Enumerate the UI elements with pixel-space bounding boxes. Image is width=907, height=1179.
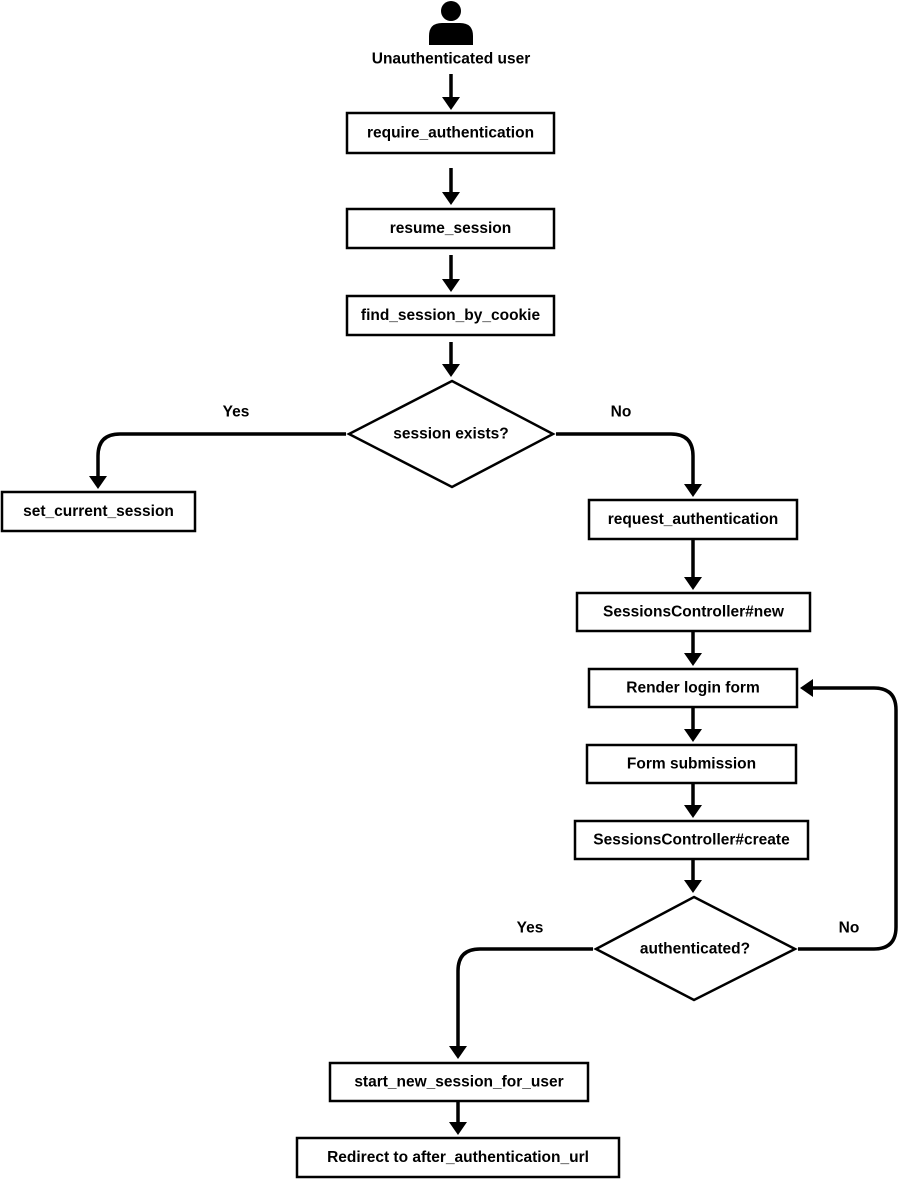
decision-session-exists: session exists? — [346, 379, 556, 489]
node-require-authentication-label: require_authentication — [367, 125, 534, 142]
arrow-auth-no-loop — [798, 679, 898, 951]
node-sessions-create: SessionsController#create — [573, 819, 810, 861]
arrow-start-to-require — [442, 74, 460, 110]
decision-authenticated-label: authenticated? — [640, 941, 750, 958]
arrow-render-to-submission — [684, 708, 702, 742]
decision-session-exists-label: session exists? — [393, 426, 508, 443]
arrow-resume-to-find — [442, 255, 460, 292]
node-sessions-new-label: SessionsController#new — [603, 604, 785, 621]
start-label: Unauthenticated user — [372, 51, 530, 68]
arrow-create-to-decision — [684, 860, 702, 893]
node-redirect-label: Redirect to after_authentication_url — [327, 1149, 589, 1166]
arrow-session-no — [556, 432, 702, 497]
arrow-find-to-decision — [442, 342, 460, 377]
arrow-request-to-new — [684, 540, 702, 590]
node-resume-session-label: resume_session — [390, 220, 512, 237]
user-icon — [429, 1, 473, 45]
start-node: Unauthenticated user — [372, 1, 530, 68]
node-resume-session: resume_session — [345, 207, 556, 250]
node-request-authentication: request_authentication — [587, 498, 799, 541]
node-form-submission: Form submission — [585, 743, 798, 785]
arrow-session-yes — [89, 432, 346, 489]
connectors — [89, 74, 898, 1135]
node-render-login-form: Render login form — [587, 667, 799, 709]
decision-authenticated: authenticated? — [593, 895, 798, 1002]
node-render-login-form-label: Render login form — [626, 680, 759, 697]
edge-label-auth-yes: Yes — [517, 920, 544, 937]
node-require-authentication: require_authentication — [345, 111, 556, 155]
node-set-current-session: set_current_session — [0, 490, 197, 533]
node-set-current-session-label: set_current_session — [23, 503, 174, 520]
node-redirect: Redirect to after_authentication_url — [295, 1136, 621, 1179]
node-form-submission-label: Form submission — [627, 756, 756, 773]
node-request-authentication-label: request_authentication — [608, 511, 779, 528]
arrow-start-to-redirect — [449, 1102, 467, 1135]
edge-label-session-yes: Yes — [223, 404, 250, 421]
node-start-new-session-label: start_new_session_for_user — [354, 1074, 563, 1091]
edge-label-auth-no: No — [839, 920, 860, 937]
node-find-session-by-cookie: find_session_by_cookie — [345, 294, 556, 337]
arrow-submission-to-create — [684, 784, 702, 818]
arrow-require-to-resume — [442, 168, 460, 205]
node-sessions-new: SessionsController#new — [575, 591, 812, 633]
node-start-new-session: start_new_session_for_user — [328, 1061, 590, 1103]
arrow-new-to-render — [684, 632, 702, 666]
edge-label-session-no: No — [611, 404, 632, 421]
node-find-session-by-cookie-label: find_session_by_cookie — [361, 307, 541, 324]
node-sessions-create-label: SessionsController#create — [593, 832, 790, 849]
arrow-auth-yes — [449, 947, 593, 1059]
